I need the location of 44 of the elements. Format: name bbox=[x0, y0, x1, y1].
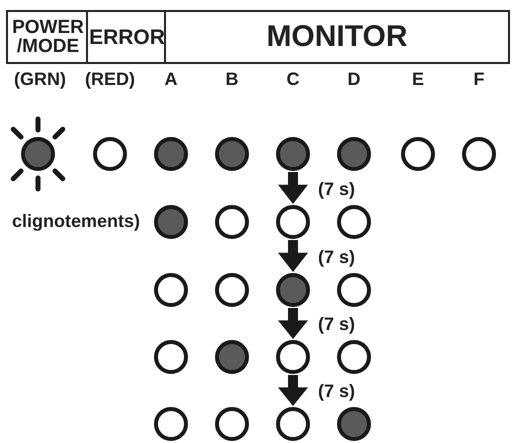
lit-led-indicator bbox=[154, 137, 188, 171]
unlit-led-indicator bbox=[154, 273, 188, 307]
lit-led-indicator bbox=[154, 205, 188, 239]
down-arrow bbox=[278, 240, 308, 272]
unlit-led-indicator bbox=[337, 340, 371, 374]
unlit-led-indicator bbox=[462, 137, 496, 171]
lit-led-indicator bbox=[276, 273, 310, 307]
unlit-led-indicator bbox=[276, 205, 310, 239]
unlit-led-indicator bbox=[337, 205, 371, 239]
unlit-led-indicator bbox=[337, 273, 371, 307]
header-cell: MONITOR bbox=[164, 10, 510, 64]
edge-label: (7 s) bbox=[318, 178, 356, 200]
down-arrow bbox=[278, 308, 308, 339]
unlit-led-indicator bbox=[93, 137, 127, 171]
column-label: D bbox=[348, 69, 360, 90]
column-label: C bbox=[286, 69, 300, 90]
unlit-led-indicator bbox=[276, 340, 310, 374]
down-arrow bbox=[278, 172, 308, 204]
note-text: clignotements) bbox=[12, 211, 140, 232]
unlit-led-indicator bbox=[154, 340, 188, 374]
unlit-led-indicator bbox=[401, 137, 435, 171]
edge-label: (7 s) bbox=[318, 314, 356, 336]
edge-label: (7 s) bbox=[318, 381, 356, 402]
lit-led-indicator bbox=[215, 137, 249, 171]
column-label: (RED) bbox=[85, 69, 135, 90]
header-cell: POWER /MODE bbox=[6, 10, 88, 64]
column-label: F bbox=[474, 69, 484, 90]
unlit-led-indicator bbox=[154, 407, 188, 441]
unlit-led-indicator bbox=[215, 205, 249, 239]
lit-led-indicator bbox=[337, 137, 371, 171]
down-arrow bbox=[278, 375, 308, 406]
unlit-led-indicator bbox=[215, 273, 249, 307]
lit-led-indicator bbox=[337, 407, 371, 441]
edge-label: (7 s) bbox=[318, 246, 356, 268]
lit-led-indicator bbox=[215, 340, 249, 374]
column-label: B bbox=[226, 69, 238, 90]
unlit-led-indicator bbox=[276, 407, 310, 441]
column-label: (GRN) bbox=[14, 69, 66, 90]
lit-led-indicator bbox=[21, 137, 55, 171]
lit-led-indicator bbox=[276, 137, 310, 171]
column-label: A bbox=[164, 69, 178, 90]
header-cell: ERROR bbox=[86, 10, 166, 64]
unlit-led-indicator bbox=[215, 407, 249, 441]
column-label: E bbox=[412, 69, 424, 90]
